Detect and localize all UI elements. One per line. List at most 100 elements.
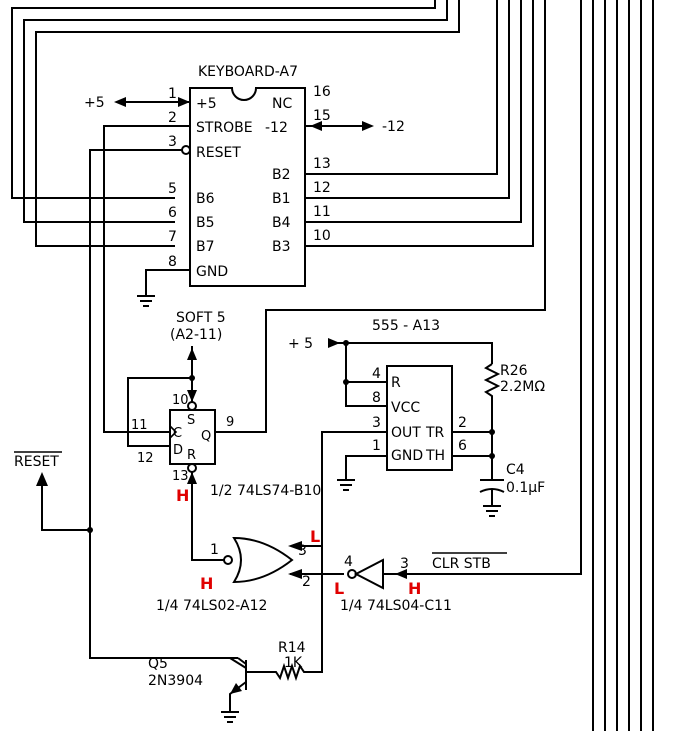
kb-pin-num-15: 15 bbox=[313, 108, 331, 124]
kb-pin-num-13: 13 bbox=[313, 156, 331, 172]
kb-pin-num-8: 8 bbox=[168, 254, 177, 270]
ff-pin-d: D bbox=[173, 443, 183, 458]
arrow-down-icon bbox=[187, 390, 197, 402]
nor-gate-icon bbox=[232, 536, 294, 584]
r14-value: 1K bbox=[284, 655, 303, 671]
r26-name: R26 bbox=[500, 363, 528, 379]
junction-dot-icon bbox=[189, 375, 195, 381]
arrow-right-icon bbox=[362, 121, 374, 131]
nor-pin-in1: 3 bbox=[298, 543, 307, 559]
r26-resistor: R26 2.2MΩ bbox=[483, 363, 545, 480]
kb-pin-label-strobe: STROBE bbox=[196, 120, 253, 136]
kb-pin-num-6: 6 bbox=[168, 205, 177, 221]
logic-level-annotations: H L H L H bbox=[176, 486, 421, 598]
timer-title: 555 - A13 bbox=[372, 318, 440, 334]
arrow-up-icon bbox=[187, 348, 197, 360]
ff-pin-q: Q bbox=[201, 429, 211, 444]
kb-pin-label-nc: NC bbox=[272, 96, 292, 112]
q5-transistor: Q5 2N3904 bbox=[148, 656, 247, 723]
kb-pin-num-7: 7 bbox=[168, 229, 177, 245]
flip-flop-74ls74: S C D Q R 10 11 12 9 13 1/2 74LS74-B10 bbox=[127, 375, 321, 499]
timer-pin-num-6: 6 bbox=[458, 438, 467, 454]
ground-icon bbox=[483, 505, 501, 517]
ff-pin-c: C bbox=[173, 426, 182, 441]
timer-supply: + 5 bbox=[288, 336, 313, 352]
ground-icon bbox=[337, 479, 355, 491]
ff-pin-s: S bbox=[187, 413, 195, 428]
ground-icon bbox=[221, 711, 239, 723]
nor-part-label: 1/4 74LS02-A12 bbox=[156, 598, 267, 614]
arrow-left-icon bbox=[288, 541, 302, 551]
nor-pin-out: 1 bbox=[210, 542, 219, 558]
timer-pin-gnd: GND bbox=[391, 448, 423, 464]
r26-value: 2.2MΩ bbox=[500, 379, 545, 395]
keyboard-data-bus bbox=[11, 0, 654, 731]
arrow-left-icon bbox=[114, 97, 126, 107]
kb-pin-label-gnd: GND bbox=[196, 264, 228, 280]
timer-pin-vcc: VCC bbox=[391, 400, 420, 416]
r14-resistor: R14 1K bbox=[246, 546, 323, 682]
r14-name: R14 bbox=[278, 640, 306, 656]
resistor-icon bbox=[483, 363, 501, 480]
kb-pin-num-12: 12 bbox=[313, 180, 331, 196]
kb-pin-num-16: 16 bbox=[313, 84, 331, 100]
timer-pin-th: TH bbox=[425, 448, 445, 464]
timer-pin-num-2: 2 bbox=[458, 415, 467, 431]
timer-pin-num-1: 1 bbox=[372, 438, 381, 454]
timer-555: 555 - A13 + 5 R VCC OUT TR GND TH 4 8 3 … bbox=[288, 318, 495, 547]
kb-supply-plus5: +5 bbox=[84, 95, 105, 111]
soft5-label: SOFT 5 (A2-11) bbox=[170, 310, 226, 402]
inv-pin-out: 4 bbox=[344, 554, 353, 570]
arrow-left-icon bbox=[395, 569, 407, 579]
kb-pin-label-b5: B5 bbox=[196, 215, 215, 231]
inversion-bubble-icon bbox=[223, 555, 233, 565]
inv-pin-in: 3 bbox=[400, 556, 409, 572]
kb-pin-num-10: 10 bbox=[313, 228, 331, 244]
c4-value: 0.1µF bbox=[506, 480, 545, 496]
kb-pin-num-11: 11 bbox=[313, 204, 331, 220]
kb-pin-label-b7: B7 bbox=[196, 239, 215, 255]
inversion-bubble-icon bbox=[187, 463, 197, 473]
timer-pin-num-8: 8 bbox=[372, 390, 381, 406]
kb-pin-num-2: 2 bbox=[168, 110, 177, 126]
nor-gate-74ls02: 1 3 2 1/4 74LS02-A12 bbox=[156, 472, 344, 614]
capacitor-icon bbox=[479, 488, 505, 493]
timer-pin-tr: TR bbox=[425, 425, 445, 441]
soft5-line2: (A2-11) bbox=[170, 327, 222, 343]
kb-pin-num-3: 3 bbox=[168, 134, 177, 150]
arrow-right-icon bbox=[178, 97, 190, 107]
ff-part-label: 1/2 74LS74-B10 bbox=[210, 483, 321, 499]
ff-pin-num-11: 11 bbox=[131, 418, 148, 433]
c4-capacitor: C4 0.1µF bbox=[479, 462, 545, 517]
resistor-icon bbox=[246, 546, 323, 682]
inversion-bubble-icon bbox=[181, 145, 191, 155]
kb-pin-num-1: 1 bbox=[168, 86, 177, 102]
ff-pin-num-10: 10 bbox=[172, 393, 189, 408]
kb-pin-label-b4: B4 bbox=[272, 215, 291, 231]
arrow-left-icon bbox=[310, 121, 322, 131]
arrow-up-icon bbox=[187, 472, 197, 484]
kb-pin-label-b3: B3 bbox=[272, 239, 291, 255]
logic-level-nor-in: L bbox=[310, 527, 320, 546]
kb-pin-num-5: 5 bbox=[168, 181, 177, 197]
kb-pin-label-minus12: -12 bbox=[265, 120, 288, 136]
logic-level-inv-out: L bbox=[334, 579, 344, 598]
reset-signal-label: RESET bbox=[14, 454, 59, 470]
logic-level-nor-out: H bbox=[200, 574, 213, 593]
kb-pin-label-b6: B6 bbox=[196, 191, 215, 207]
timer-pin-out: OUT bbox=[391, 425, 421, 441]
timer-pin-num-4: 4 bbox=[372, 366, 381, 382]
keyboard-title: KEYBOARD-A7 bbox=[198, 64, 298, 80]
inv-part-label: 1/4 74LS04-C11 bbox=[340, 598, 452, 614]
kb-pin-label-b2: B2 bbox=[272, 167, 291, 183]
timer-pin-num-3: 3 bbox=[372, 415, 381, 431]
timer-pin-r: R bbox=[391, 375, 401, 391]
keyboard-connector: KEYBOARD-A7 +5 STROBE RESET B6 B5 B7 GND… bbox=[84, 64, 405, 659]
inverter-74ls04: 4 3 1/4 74LS04-C11 CLR STB bbox=[340, 552, 507, 614]
ground-icon bbox=[137, 295, 155, 307]
arrow-left-icon bbox=[288, 569, 302, 579]
arrow-icon bbox=[230, 683, 242, 694]
ff-pin-num-13: 13 bbox=[172, 469, 189, 484]
kb-pin-label-plus5: +5 bbox=[196, 96, 217, 112]
